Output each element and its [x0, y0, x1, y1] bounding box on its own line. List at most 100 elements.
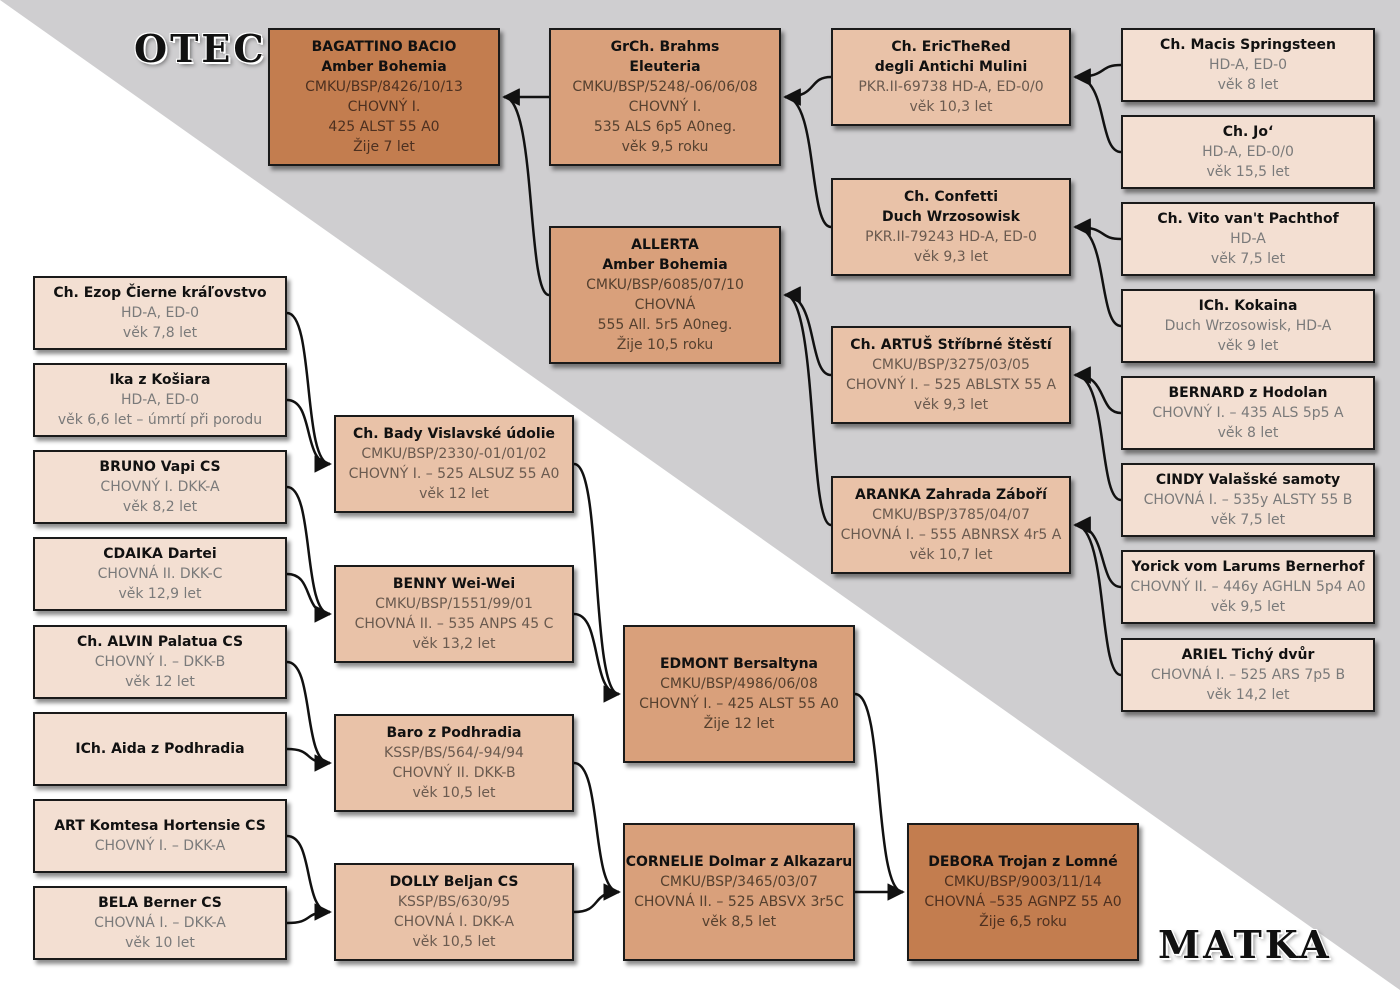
dog-info-line: CMKU/BSP/3275/03/05 [872, 357, 1030, 373]
dog-info-line: věk 10,5 let [412, 785, 496, 801]
dog-info-line: 555 All. 5r5 A0neg. [597, 317, 733, 333]
dog-name: ART Komtesa Hortensie CS [54, 818, 266, 834]
dog-info-line: CHOVNÁ II. – 535 ANPS 45 C [354, 616, 554, 632]
pedigree-box-jo: Ch. Jo‘ HD-A, ED-0/0 věk 15,5 let [1121, 115, 1375, 189]
dog-info-line: věk 15,5 let [1206, 164, 1290, 180]
dog-info-line: Duch Wrzosowisk, HD-A [1164, 318, 1332, 334]
dog-info-line: věk 12 let [419, 486, 489, 502]
dog-info-line: věk 13,2 let [412, 636, 496, 652]
dog-name: Eleuteria [629, 59, 701, 75]
dog-info-line: věk 8,5 let [701, 914, 777, 930]
dog-info-line: CMKU/BSP/1551/99/01 [375, 596, 533, 612]
dog-name: Ch. Confetti [903, 189, 999, 205]
dog-info-line: PKR.II-79243 HD-A, ED-0 [865, 229, 1037, 245]
dog-info-line: CHOVNÝ I. DKK-A [100, 479, 220, 495]
dog-info-line: CMKU/BSP/3785/04/07 [872, 507, 1030, 523]
dog-name: ARIEL Tichý dvůr [1181, 647, 1315, 663]
dam-heading: MATKA [1158, 922, 1332, 967]
dog-name: BERNARD z Hodolan [1168, 385, 1328, 401]
dog-info-line: KSSP/BS/630/95 [397, 894, 511, 910]
dog-info-line: CHOVNÝ I. – DKK-B [94, 654, 226, 670]
dog-info-line: CHOVNÁ I. – 535y ALSTY 55 B [1143, 492, 1353, 508]
dog-info-line: věk 10,5 let [412, 934, 496, 950]
dog-info-line: věk 9 let [1217, 338, 1279, 354]
dog-info-line: věk 9,5 let [1210, 599, 1286, 615]
dog-info-line: CMKU/BSP/4986/06/08 [660, 676, 818, 692]
dog-info-line: věk 7,8 let [122, 325, 198, 341]
dog-info-line: Žije 10,5 roku [616, 337, 714, 353]
dog-info-line: věk 8 let [1217, 425, 1279, 441]
dog-name: ICh. Kokaina [1198, 298, 1298, 314]
dog-name: Ch. Bady Vislavské údolie [352, 426, 555, 442]
dog-info-line: Žije 6,5 roku [979, 914, 1067, 930]
dog-name: Amber Bohemia [321, 59, 447, 75]
dog-name: DEBORA Trojan z Lomné [928, 854, 1118, 870]
dog-info-line: CHOVNÁ I. DKK-A [393, 914, 515, 930]
dog-name: Ch. Ezop Čierne kráľovstvo [53, 285, 267, 301]
dog-name: BRUNO Vapi CS [99, 459, 221, 475]
dog-name: CDAIKA Dartei [103, 546, 217, 562]
dog-info-line: CMKU/BSP/2330/-01/01/02 [361, 446, 547, 462]
dog-name: Ch. Jo‘ [1222, 124, 1274, 140]
dog-name: Duch Wrzosowisk [882, 209, 1020, 225]
dog-info-line: CHOVNÝ II. DKK-B [392, 765, 516, 781]
dog-info-line: CHOVNÁ II. DKK-C [97, 566, 223, 582]
dog-name: ARANKA Zahrada Záboří [855, 487, 1047, 503]
dog-info-line: HD-A, ED-0/0 [1202, 144, 1294, 160]
dog-name: CINDY Valašské samoty [1155, 472, 1341, 488]
dog-info-line: CHOVNÝ I. – 435 ALS 5p5 A [1152, 405, 1344, 421]
dog-info-line: HD-A, ED-0 [120, 305, 200, 321]
dog-name: Ika z Košiara [109, 372, 211, 388]
dog-name: Ch. ARTUŠ Stříbrné štěstí [850, 337, 1052, 353]
dog-info-line: věk 9,3 let [913, 249, 989, 265]
dog-name: BAGATTINO BACIO [311, 39, 457, 55]
dog-info-line: HD-A [1230, 231, 1266, 247]
dog-name: Baro z Podhradia [386, 725, 522, 741]
dog-name: DOLLY Beljan CS [389, 874, 519, 890]
dog-info-line: věk 12 let [125, 674, 195, 690]
dog-name: Ch. EricTheRed [891, 39, 1011, 55]
dog-info-line: CHOVNÁ I. – 525 ARS 7p5 B [1150, 667, 1346, 683]
dog-info-line: CHOVNÁ I. – DKK-A [94, 915, 226, 931]
dog-info-line: CHOVNÁ II. – 525 ABSVX 3r5C [634, 894, 844, 910]
dog-info-line: věk 10 let [125, 935, 195, 951]
dog-info-line: CHOVNÁ I. – 555 ABNRSX 4r5 A [840, 527, 1062, 543]
dog-info-line: CHOVNÝ I. [628, 99, 702, 115]
dog-name: EDMONT Bersaltyna [659, 656, 819, 672]
dog-info-line: CHOVNÝ II. – 446y AGHLN 5p4 A0 [1130, 579, 1366, 595]
dog-info-line: HD-A, ED-0 [120, 392, 200, 408]
dog-info-line: CMKU/BSP/3465/03/07 [660, 874, 818, 890]
pedigree-box-aida: ICh. Aida z Podhradia [33, 712, 287, 786]
dog-name: ICh. Aida z Podhradia [75, 741, 245, 757]
dog-name: BENNY Wei-Wei [392, 576, 516, 592]
dog-info-line: CMKU/BSP/6085/07/10 [586, 277, 744, 293]
dog-info-line: CHOVNÝ I. – 525 ABLSTX 55 A [845, 377, 1057, 393]
dog-info-line: CHOVNÝ I. [347, 99, 421, 115]
dog-name: Ch. Vito van't Pachthof [1157, 211, 1339, 227]
dog-info-line: CHOVNÁ –535 AGNPZ 55 A0 [924, 894, 1122, 910]
dog-info-line: Žije 12 let [703, 716, 775, 732]
sire-heading: OTEC [134, 26, 267, 71]
dog-name: GrCh. Brahms [610, 39, 720, 55]
dog-info-line: HD-A, ED-0 [1208, 57, 1288, 73]
dog-info-line: věk 9,3 let [913, 397, 989, 413]
